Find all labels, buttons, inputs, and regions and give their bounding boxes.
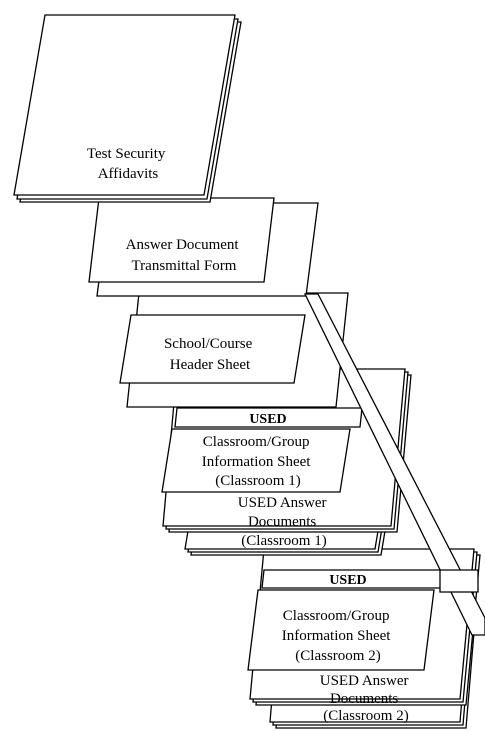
classroom-info-2-line-2: Information Sheet [282,628,392,644]
answer-docs-2-line-3: (Classroom 2) [323,708,408,724]
classroom-info-1-sheet [161,428,351,493]
school-header-sheet [119,314,306,384]
school-header-line-2: Header Sheet [170,357,251,373]
classroom-1-group [161,368,412,556]
answer-docs-2-label: USED Answer Documents (Classroom 2) [320,673,413,724]
transmittal-line-2: Transmittal Form [132,258,237,274]
transmittal-sheet [88,197,275,283]
answer-docs-1-line-2: Documents [248,514,316,530]
answer-docs-1-line-3: (Classroom 1) [241,533,326,549]
school-header-line-1: School/Course [164,336,253,352]
affidavits-group [13,14,242,203]
affidavits-line-2: Affidavits [98,166,159,182]
transmittal-label: Answer Document Transmittal Form [126,237,243,274]
answer-docs-1-line-1: USED Answer [238,495,327,511]
affidavits-label: Test Security Affidavits [87,146,169,182]
answer-docs-2-line-1: USED Answer [320,673,409,689]
classroom-info-1-line-2: Information Sheet [202,454,312,470]
answer-docs-1-label: USED Answer Documents (Classroom 1) [238,495,331,549]
classroom-info-2-label: Classroom/Group Information Sheet (Class… [282,608,394,664]
classroom-info-2-line-3: (Classroom 2) [295,648,380,664]
transmittal-line-1: Answer Document [126,237,240,253]
classroom-2-group [247,548,481,729]
used-band-1-shape [174,407,363,428]
transmittal-group [88,197,319,297]
school-header-label: School/Course Header Sheet [164,336,256,373]
classroom-info-2-line-1: Classroom/Group [283,608,390,624]
used-band-1-label: USED [249,412,286,427]
classroom-info-2-sheet [247,589,435,671]
classroom-info-1-label: Classroom/Group Information Sheet (Class… [202,434,314,489]
classroom-info-1-line-3: (Classroom 1) [215,473,300,489]
classroom-info-1-line-1: Classroom/Group [203,434,310,450]
answer-docs-2-line-2: Documents [330,691,398,707]
used-band-2-label: USED [329,573,366,588]
affidavits-line-1: Test Security [87,146,166,162]
strap-lower-wrap [439,569,479,593]
school-header-group [119,292,349,408]
strap [303,293,485,636]
affidavit-sheet-front [13,14,236,196]
